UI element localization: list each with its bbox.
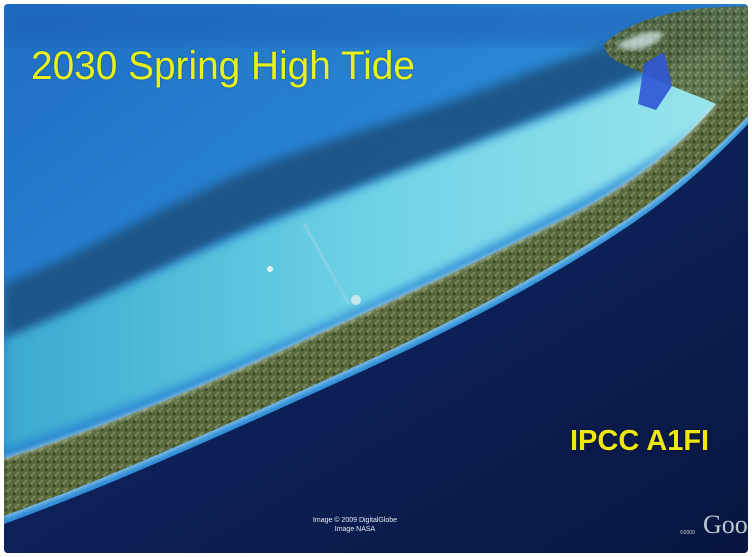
- channel-streak: [302, 223, 351, 305]
- northeast-islet: [604, 6, 748, 104]
- seagrass-band: [4, 14, 716, 344]
- reef-flat: [4, 46, 748, 449]
- scenario-label: IPCC A1FI: [570, 425, 710, 457]
- imagery-credit: Image © 2009 DigitalGlobe Image NASA: [300, 516, 410, 534]
- map-slide: 2030 Spring High Tide IPCC A1FI Image © …: [4, 4, 748, 553]
- island-landmass: [4, 74, 748, 516]
- imagery-credit-line-2: Image NASA: [334, 526, 376, 533]
- logo-copyright: ©2009: [680, 530, 695, 536]
- imagery-credit-line-1: Image © 2009 DigitalGlobe: [312, 517, 398, 524]
- open-ocean: [4, 124, 748, 553]
- flood-overlay: [638, 52, 672, 110]
- boat-marker: [267, 266, 273, 272]
- map-title: 2030 Spring High Tide: [31, 44, 415, 88]
- satellite-map: [4, 4, 748, 553]
- google-logo: Goo: [703, 510, 748, 539]
